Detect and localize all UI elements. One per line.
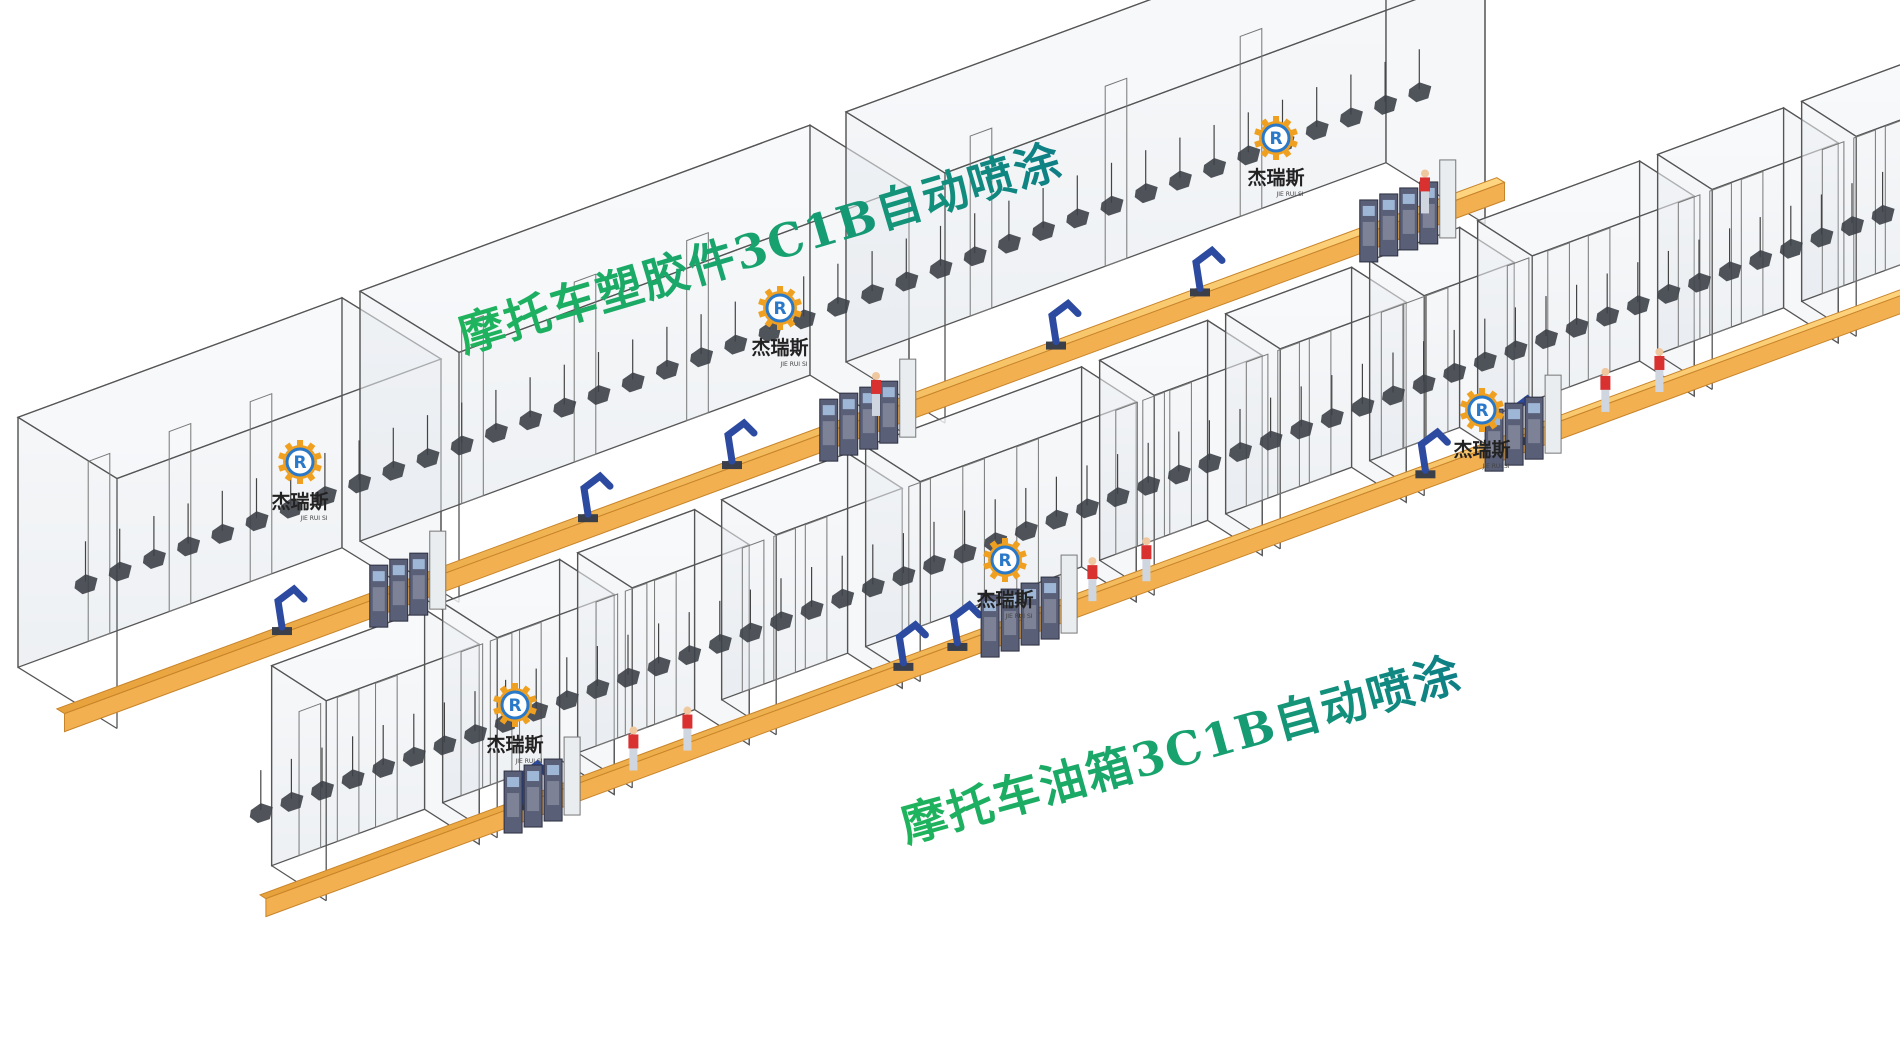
fuel-tank-operator: [1087, 557, 1098, 602]
fuel-tank-logo-2: R 杰瑞斯 JIE RUI SI: [976, 538, 1034, 620]
plastic-robot: [578, 471, 614, 523]
plastic-control-cabinets-3: [1359, 159, 1457, 263]
brand-name: 杰瑞斯: [976, 588, 1033, 611]
logo-letter: R: [1269, 129, 1282, 149]
brand-subtitle: JIE RUI SI: [1004, 613, 1032, 620]
plastic-control-cabinets-1: [369, 530, 447, 628]
fuel-tank-operator: [1600, 367, 1611, 412]
fuel-tank-operator: [1141, 537, 1152, 582]
fuel-tank-logo-3: R 杰瑞斯 JIE RUI SI: [1453, 388, 1511, 470]
fuel-tank-control-cabinets-2: [980, 554, 1078, 658]
brand-subtitle: JIE RUI SI: [514, 758, 542, 765]
brand-name: 杰瑞斯: [751, 336, 808, 359]
brand-subtitle: JIE RUI SI: [1275, 191, 1303, 198]
plastic-operator: [871, 371, 881, 416]
plastic-booth-2: [358, 123, 911, 603]
brand-name: 杰瑞斯: [1453, 438, 1510, 461]
logo-letter: R: [1475, 401, 1488, 421]
logo-letter: R: [998, 551, 1011, 571]
brand-subtitle: JIE RUI SI: [1481, 463, 1509, 470]
logo-letter: R: [293, 453, 306, 473]
fuel-tank-operator: [628, 726, 639, 771]
plastic-logo-3: R 杰瑞斯 JIE RUI SI: [1247, 116, 1305, 198]
logo-letter: R: [508, 696, 521, 716]
plastic-hanging-parts: [74, 49, 1432, 595]
brand-subtitle: JIE RUI SI: [779, 361, 807, 368]
plastic-logo-2: R 杰瑞斯 JIE RUI SI: [751, 286, 809, 368]
brand-name: 杰瑞斯: [486, 733, 543, 756]
plastic-operator: [1420, 169, 1430, 214]
plastic-robot: [722, 418, 758, 470]
plastic-booth-3: [844, 0, 1486, 424]
fuel-tank-control-cabinets-1: [503, 736, 581, 834]
plastic-robot: [272, 584, 308, 636]
fuel-tank-robot: [947, 600, 983, 651]
plastic-robot: [1190, 245, 1226, 297]
fuel-tank-operator: [1654, 347, 1665, 392]
logo-letter: R: [773, 299, 786, 319]
plastic-robot: [1046, 298, 1082, 350]
fuel-tank-robot: [1415, 427, 1451, 479]
fuel-tank-hanging-parts: [249, 171, 1895, 824]
fuel-tank-booth-11: [1800, 64, 1900, 337]
brand-subtitle: JIE RUI SI: [299, 515, 327, 522]
brand-name: 杰瑞斯: [271, 490, 328, 513]
fuel-tank-operator: [682, 706, 693, 751]
plastic-logo-1: R 杰瑞斯 JIE RUI SI: [271, 440, 329, 522]
brand-name: 杰瑞斯: [1247, 166, 1304, 189]
fuel-tank-robot: [893, 620, 929, 671]
fuel-tank-logo-1: R 杰瑞斯 JIE RUI SI: [486, 683, 544, 765]
plastic-control-cabinets-2: [819, 358, 917, 462]
